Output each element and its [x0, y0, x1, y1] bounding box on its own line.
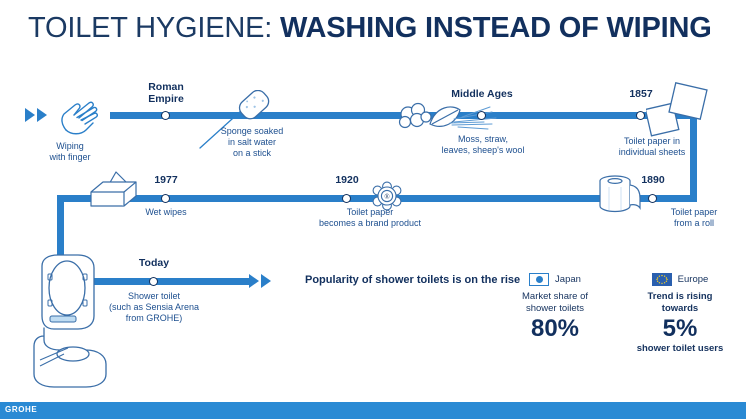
caption-1890: Toilet paper from a roll	[648, 207, 740, 229]
europe-region-label: Europe	[677, 273, 709, 285]
brand-seal-icon: ®	[372, 181, 402, 211]
caption-today-line-1: Shower toilet	[127, 291, 181, 301]
sponge-caption-line-1: Sponge soaked	[220, 126, 284, 136]
paper-sheets-icon	[646, 82, 708, 137]
caption-today-line-2: (such as Sensia Arena	[108, 302, 200, 312]
sponge-on-stick-icon	[199, 90, 270, 149]
japan-flag-dot	[535, 275, 543, 283]
label-roman-empire: Roman Empire	[126, 81, 206, 105]
timeline-connector-right	[690, 112, 697, 202]
year-1977-text: 1977	[154, 174, 178, 186]
label-1857: 1857	[606, 88, 676, 101]
japan-caption-line-1: Market share of	[522, 291, 588, 302]
stat-block-europe: Europe Trend is rising towards 5% shower…	[620, 272, 740, 354]
caption-1857-line-2: individual sheets	[618, 147, 686, 157]
marker-1890[interactable]	[648, 194, 657, 203]
middle-ages-caption-line-2: leaves, sheep's wool	[441, 145, 525, 155]
double-chevron-right-end-icon	[249, 274, 271, 288]
caption-1977-line-1: Wet wipes	[145, 207, 187, 217]
double-chevron-right-icon	[25, 108, 47, 122]
shower-toilet-icon	[33, 254, 107, 388]
europe-caption-line-2: towards	[661, 302, 699, 314]
japan-value: 80%	[530, 315, 580, 342]
footer-bar: GROHE	[0, 402, 746, 419]
caption-1890-line-2: from a roll	[673, 218, 714, 228]
statement-text: Popularity of shower toilets is on the r…	[305, 274, 521, 286]
caption-1857: Toilet paper in individual sheets	[592, 136, 712, 158]
title-part-2: WASHING INSTEAD OF WIPING	[279, 12, 712, 44]
japan-region-label: Japan	[555, 273, 581, 285]
flag-europe-icon	[651, 272, 672, 286]
year-1857-text: 1857	[629, 88, 653, 100]
caption-1920: Toilet paper becomes a brand product	[285, 207, 455, 229]
stat-block-japan: Japan Market share of shower toilets 80%	[500, 272, 610, 342]
marker-roman-empire[interactable]	[161, 111, 170, 120]
marker-middle-ages[interactable]	[477, 111, 486, 120]
europe-value: 5%	[662, 315, 698, 342]
flag-japan-icon	[529, 272, 550, 286]
roman-empire-line-2: Empire	[148, 92, 184, 105]
middle-ages-line-1: Middle Ages	[451, 88, 513, 100]
page-title: TOILET HYGIENE: WASHING INSTEAD OF WIPIN…	[28, 12, 712, 45]
caption-today: Shower toilet (such as Sensia Arena from…	[94, 291, 214, 324]
wiping-caption-line-2: with finger	[49, 152, 91, 162]
label-1890: 1890	[618, 174, 688, 187]
caption-1977: Wet wipes	[116, 207, 216, 218]
marker-1977[interactable]	[161, 194, 170, 203]
toilet-paper-roll-icon	[599, 175, 641, 213]
sponge-caption-line-2: in salt water	[227, 137, 277, 147]
caption-1920-line-2: becomes a brand product	[318, 218, 422, 228]
marker-today[interactable]	[149, 277, 158, 286]
marker-1857[interactable]	[636, 111, 645, 120]
today-text: Today	[138, 257, 170, 269]
year-1890-text: 1890	[641, 174, 665, 186]
label-1920: 1920	[312, 174, 382, 187]
sponge-caption-line-3: on a stick	[232, 148, 272, 158]
japan-caption-line-2: shower toilets	[525, 302, 585, 314]
wiping-with-finger-caption: Wiping with finger	[28, 141, 112, 163]
svg-text:®: ®	[384, 193, 390, 201]
hand-pointing-icon	[61, 101, 98, 135]
japan-caption: Market share of shower toilets	[500, 291, 610, 314]
label-today: Today	[119, 257, 189, 270]
roman-empire-line-1: Roman	[148, 81, 184, 93]
japan-flag-row: Japan	[500, 272, 610, 286]
caption-today-line-3: from GROHE)	[125, 313, 183, 323]
title-part-1: TOILET HYGIENE:	[28, 12, 280, 44]
label-middle-ages: Middle Ages	[437, 88, 527, 101]
caption-1890-line-1: Toilet paper	[670, 207, 718, 217]
label-1977: 1977	[131, 174, 201, 187]
sponge-caption: Sponge soaked in salt water on a stick	[192, 126, 312, 159]
moss-straw-leaves-icon	[398, 102, 497, 130]
timeline-connector-left	[57, 195, 64, 285]
marker-1920[interactable]	[342, 194, 351, 203]
middle-ages-caption-line-1: Moss, straw,	[457, 134, 508, 144]
caption-1857-line-1: Toilet paper in	[623, 136, 681, 146]
europe-flag-row: Europe	[620, 272, 740, 286]
europe-caption: Trend is rising towards	[620, 291, 740, 314]
middle-ages-caption: Moss, straw, leaves, sheep's wool	[398, 134, 568, 156]
europe-caption-line-1: Trend is rising	[647, 291, 713, 302]
wet-wipes-box-icon	[90, 171, 137, 207]
grohe-logo: GROHE	[5, 405, 38, 414]
year-1920-text: 1920	[335, 174, 359, 186]
caption-1920-line-1: Toilet paper	[346, 207, 394, 217]
wiping-caption-line-1: Wiping	[56, 141, 84, 151]
europe-footnote: shower toilet users	[636, 343, 724, 354]
